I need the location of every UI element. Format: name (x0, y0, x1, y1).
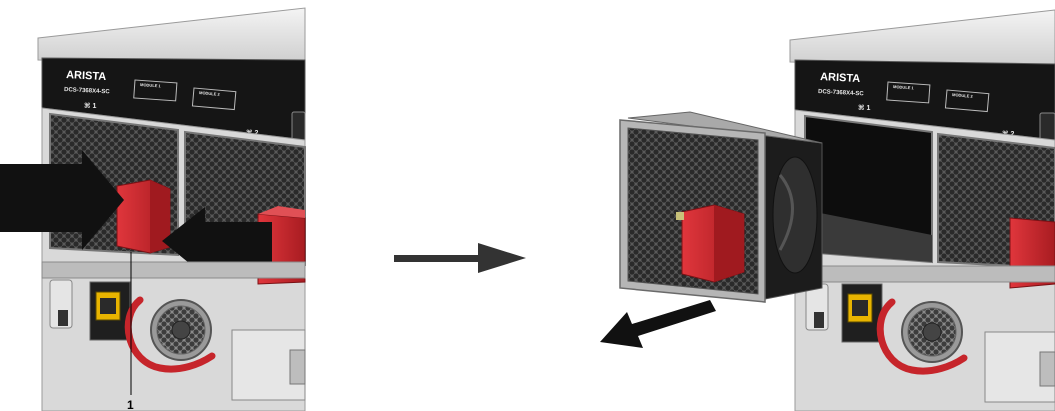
right-psu-connector-inner (852, 300, 868, 316)
right-chassis: ARISTA DCS-7368X4-SC MODULE 1 MODULE 2 ⌘… (790, 10, 1055, 411)
callout-number: 1 (127, 398, 134, 411)
left-psu-connector-inner (100, 298, 116, 314)
right-side-latch-knob (814, 312, 824, 328)
process-arrow (394, 243, 526, 273)
left-blank-slot (290, 350, 305, 384)
right-blank-slot (1040, 352, 1055, 386)
right-psu-fan-hub (923, 323, 941, 341)
right-lower-rail (795, 266, 1055, 282)
left-slot-a-label: ⌘ 1 (84, 102, 96, 110)
fan-module-led (676, 212, 684, 220)
fan-module-latch-edge (714, 205, 744, 282)
process-arrow-shaft (394, 255, 484, 262)
left-psu-fan-hub (172, 321, 190, 339)
right-brand-label: ARISTA (820, 71, 861, 85)
fan-blade-housing (773, 157, 817, 273)
pull-out-arrow-icon (600, 300, 716, 348)
right-chassis-top (790, 10, 1055, 66)
process-arrow-icon (478, 243, 526, 273)
removed-fan-module (600, 112, 822, 348)
left-chassis: ARISTA DCS-7368X4-SC MODULE 1 MODULE 2 ⌘… (0, 8, 305, 411)
left-side-latch-knob (58, 310, 68, 326)
left-chassis-top (38, 8, 305, 62)
left-brand-label: ARISTA (66, 69, 107, 83)
right-slot-a-label: ⌘ 1 (858, 104, 870, 112)
left-lower-rail (42, 262, 305, 278)
